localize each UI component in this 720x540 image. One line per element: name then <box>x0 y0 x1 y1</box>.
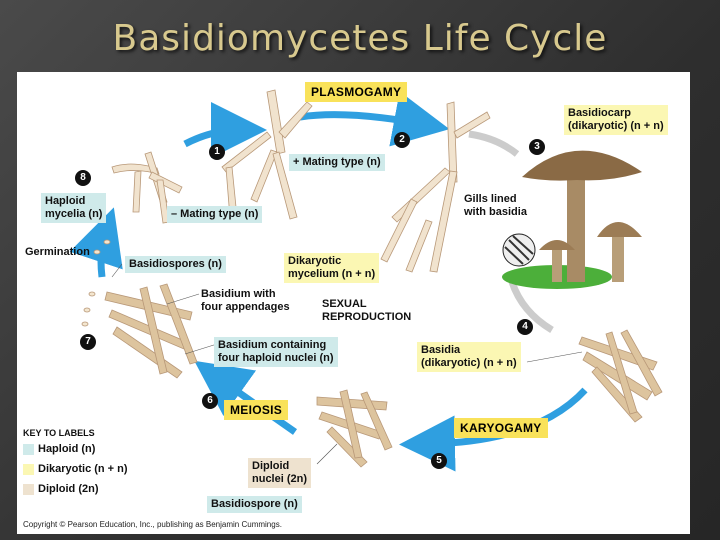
key-haploid-swatch <box>23 443 34 455</box>
basidium-nuclei-label: Basidium containing four haploid nuclei … <box>214 337 338 367</box>
key-dikaryotic-swatch <box>23 463 34 475</box>
arrow-plasmogamy <box>299 91 450 147</box>
basidiospore-label: Basidiospore (n) <box>207 496 302 513</box>
key-haploid: Haploid (n) <box>23 443 95 455</box>
dikaryotic-mycelium-label: Dikaryotic mycelium (n + n) <box>284 253 380 283</box>
arrow-2-to-3 <box>468 130 520 157</box>
key-dikaryotic: Dikaryotic (n + n) <box>23 463 128 475</box>
step-1: 1 <box>209 144 225 160</box>
diagram-panel: PLASMOGAMY KARYOGAMY MEIOSIS 1 2 3 4 5 6… <box>17 72 690 534</box>
basidiospore-cluster-illustration <box>81 239 198 379</box>
sexual-reproduction-label: SEXUAL REPRODUCTION <box>322 298 412 323</box>
arrow-germination <box>69 207 123 278</box>
haploid-mycelia-label: Haploid mycelia (n) <box>41 193 107 223</box>
mating-hyphae-illustration <box>221 89 313 220</box>
diploid-cluster-illustration <box>316 389 393 468</box>
step-7: 7 <box>80 334 96 350</box>
meiosis-banner: MEIOSIS <box>224 400 289 420</box>
step-5: 5 <box>431 453 447 469</box>
dikaryotic-mycelium-illustration <box>380 101 491 273</box>
step-4: 4 <box>517 319 533 335</box>
step-2: 2 <box>394 132 410 148</box>
mating-type-minus-label: – Mating type (n) <box>167 206 263 223</box>
step-6: 6 <box>202 393 218 409</box>
diploid-nuclei-label: Diploid nuclei (2n) <box>248 458 312 488</box>
gills-label: Gills lined with basidia <box>464 193 527 218</box>
diagram-artwork <box>69 89 663 472</box>
mating-type-plus-label: + Mating type (n) <box>289 154 385 171</box>
basidiocarp-label: Basidiocarp (dikaryotic) (n + n) <box>564 105 668 135</box>
key-diploid: Diploid (2n) <box>23 483 99 495</box>
key-dikaryotic-label: Dikaryotic (n + n) <box>38 463 128 475</box>
key-haploid-label: Haploid (n) <box>38 443 96 455</box>
arrow-3-to-4 <box>508 280 554 334</box>
key-title: KEY TO LABELS <box>23 428 95 438</box>
basidiospores-label: Basidiospores (n) <box>125 256 226 273</box>
copyright-notice: Copyright © Pearson Education, Inc., pub… <box>23 520 282 529</box>
basidiocarp-illustration <box>502 150 642 289</box>
step-8: 8 <box>75 170 91 186</box>
germination-label: Germination <box>25 246 90 258</box>
step-3: 3 <box>529 139 545 155</box>
karyogamy-banner: KARYOGAMY <box>454 418 548 438</box>
key-diploid-swatch <box>23 483 34 495</box>
label-leader-lines <box>111 263 583 465</box>
plasmogamy-banner: PLASMOGAMY <box>305 82 408 102</box>
basidium-appendages-label: Basidium with four appendages <box>201 288 290 313</box>
slide-title: Basidiomycetes Life Cycle <box>112 18 608 59</box>
arrow-1-to-2 <box>183 102 267 159</box>
basidia-cluster-illustration <box>578 329 663 423</box>
key-diploid-label: Diploid (2n) <box>38 483 99 495</box>
basidia-label: Basidia (dikaryotic) (n + n) <box>417 342 521 372</box>
